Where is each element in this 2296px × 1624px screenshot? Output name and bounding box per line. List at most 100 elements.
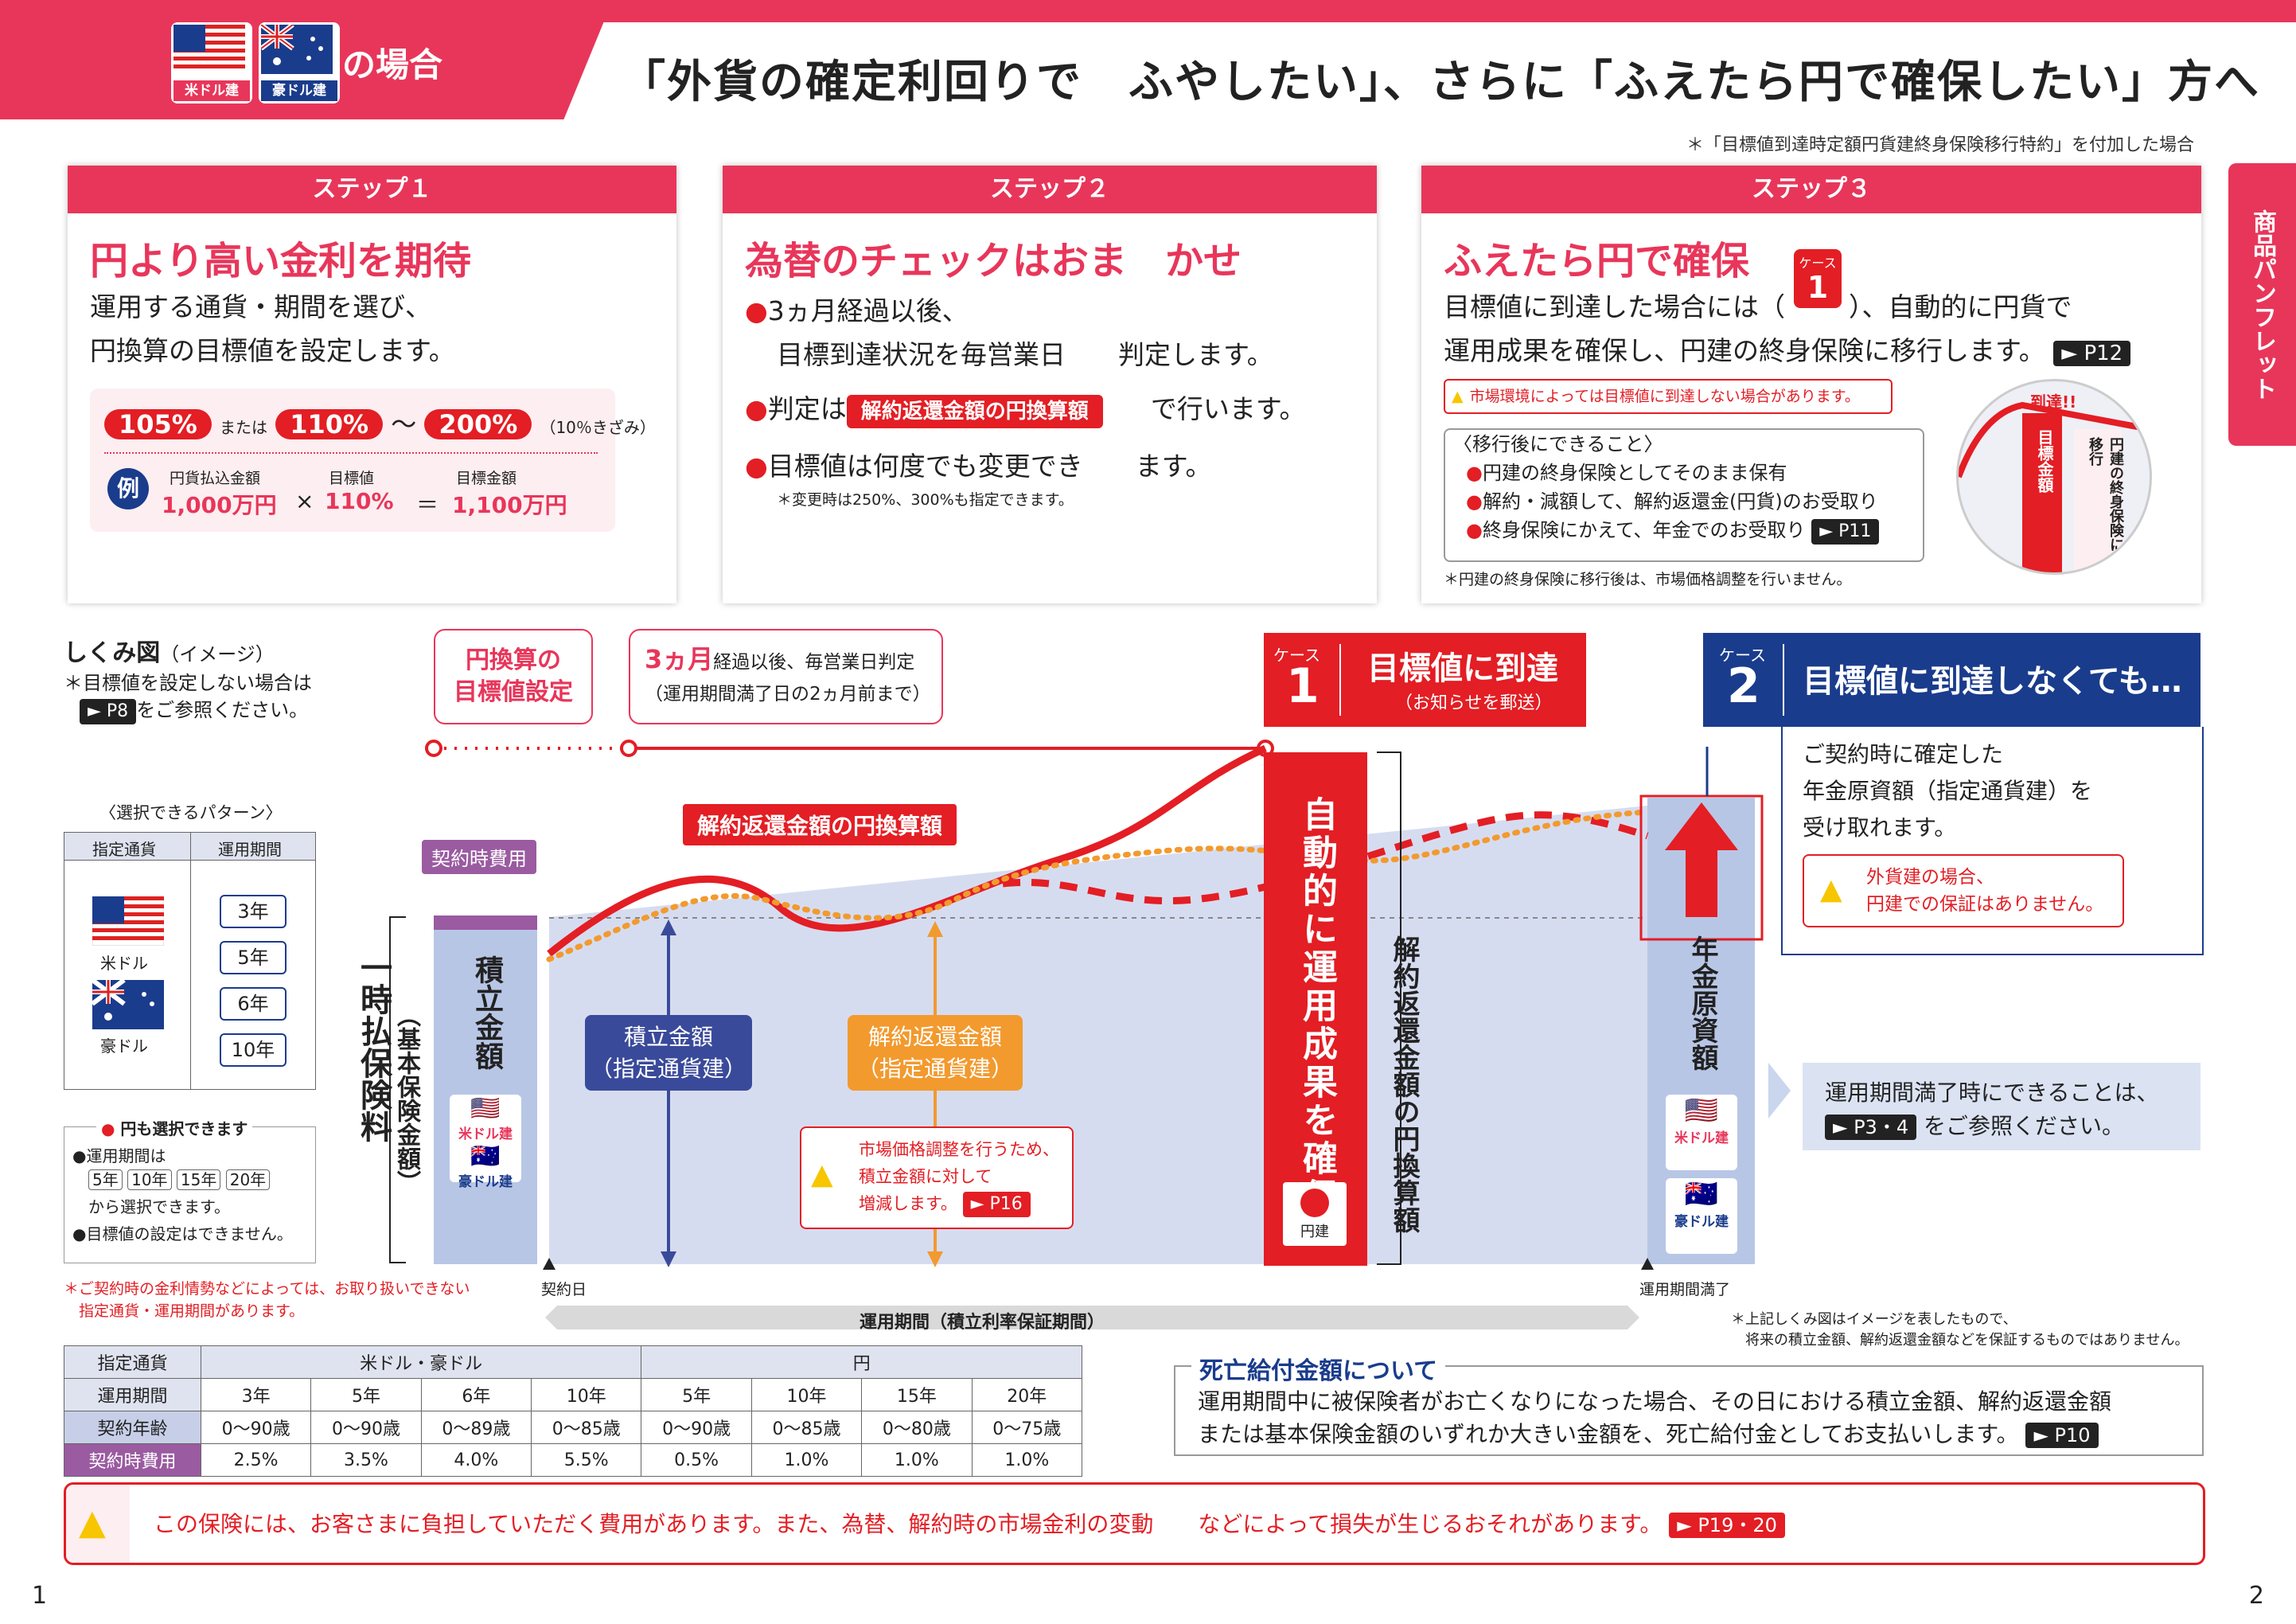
step3-case-badge: ケース 1 (1794, 249, 1842, 308)
death-b1: 運用期間中に被保険者がお亡くなりになった場合、その日における積立金額、解約返還金… (1198, 1388, 2112, 1415)
yen-flag: 円建 (1283, 1182, 1347, 1246)
p19-20-tag[interactable]: ► P19・20 (1669, 1513, 1785, 1538)
footer-warn-text: この保険には、お客さまに負担していただく費用があります。また、為替、解約時の市場… (154, 1511, 1663, 1537)
kaiyaku-box: 解約返還金額（指定通貨建） (848, 1015, 1023, 1091)
warning-icon: ▲ (811, 1158, 833, 1191)
manryo: 運用期間満了 (1639, 1281, 1731, 1298)
step3-after-box: 〈移行後にできること〉 ●円建の終身保険としてそのまま保有 ●解約・減額して、解… (1444, 428, 1924, 562)
step3-b2: 運用成果を確保し、円建の終身保険に移行します。 (1444, 335, 2045, 366)
period-3: 3年 (220, 895, 287, 928)
page-number-right: 2 (2248, 1582, 2264, 1610)
step2-title: 為替のチェックはおま かせ (745, 239, 1242, 283)
yen-select-box: ● 円も選択できます ●運用期間は 5年 10年 15年 20年 から選択できま… (64, 1116, 316, 1263)
tsumitate-flags: 🇺🇸 米ドル建 🇦🇺 豪ドル建 (450, 1095, 521, 1190)
au-flag-icon (92, 980, 164, 1029)
death-b2: または基本保険金額のいずれか大きい金額を、死亡給付金としてお支払いします。 (1198, 1421, 2019, 1447)
p12-tag[interactable]: ► P12 (2053, 341, 2131, 366)
kaiyaku-v: 解約返還金額の円換算額 (1388, 935, 1420, 1233)
lbl-pay: 円貨払込金額 (170, 470, 261, 487)
pill-105: 105% (104, 409, 212, 439)
keiyaku-hiyou-label: 契約時費用 (422, 840, 536, 874)
header-note: ＊「目標値到達時定額円貨建終身保険移行特約」を付加した場合 (1686, 135, 2194, 155)
step2-b2b: で行います。 (1150, 393, 1306, 424)
three-month-callout: 3ヵ月経過以後、毎営業日判定（運用期間満了日の2ヵ月前まで） (629, 629, 943, 724)
case2-b1: ご契約時に確定した (1803, 741, 2004, 767)
case1-box: ケース 1 目標値に到達 （お知らせを郵送） (1264, 633, 1586, 727)
warning-icon: ▲ (1820, 873, 1842, 906)
pill-110: 110% (275, 409, 384, 439)
step1-card: ステップ１ 円より高い金利を期待 運用する通貨・期間を選び、 円換算の目標値を設… (68, 166, 676, 603)
step2-b2a: 判定は (767, 393, 847, 424)
header-basho: の場合 (342, 45, 443, 84)
period-6: 6年 (220, 987, 287, 1021)
lbl-target: 目標値 (329, 470, 375, 487)
case2-warn: ▲ 外貨建の場合、円建での保証はありません。 (1803, 854, 2124, 927)
p11-tag[interactable]: ► P11 (1811, 519, 1880, 545)
au-flag-icon (259, 22, 333, 74)
lbl-amount: 目標金額 (456, 470, 517, 487)
p16-tag[interactable]: ► P16 (962, 1192, 1031, 1217)
step3-card: ステップ３ ふえたら円で確保 ケース 1 目標値に到達した場合には（）、自動的に… (1421, 166, 2201, 603)
kizami: （10％きざみ） (540, 418, 656, 437)
warning-icon: ▲ (1452, 388, 1464, 405)
image-note: ＊上記しくみ図はイメージを表したもので、 将来の積立金額、解約返還金額などを保証… (1731, 1311, 2189, 1349)
pattern-table: 指定通貨 運用期間 米ドル 豪ドル 3年 5年 6年 10年 (64, 832, 316, 1090)
usd-label: 米ドル建 (173, 80, 250, 101)
target-v: 目標金額 (2035, 429, 2054, 493)
pattern-title: 〈選択できるパターン〉 (99, 803, 283, 822)
header-badge: 米ドル建 豪ドル建 の場合 (0, 0, 613, 119)
period-10: 10年 (220, 1033, 287, 1067)
p8-tag[interactable]: ► P8 (80, 699, 137, 724)
keiyakubi: 契約日 (541, 1281, 587, 1298)
step2-head: ステップ２ (723, 166, 1377, 213)
after-title: 〈移行後にできること〉 (1453, 433, 1663, 455)
step3-head: ステップ３ (1421, 166, 2201, 213)
aud-flag-badge: 豪ドル建 (259, 22, 340, 103)
kihon-v: （基本保険金額） (392, 1003, 420, 1194)
kaiyaku-label: 解約返還金額の円換算額 (683, 804, 957, 845)
side-tab[interactable]: 商品パンフレット (2228, 163, 2296, 446)
period-list: 3年 5年 6年 10年 (220, 895, 287, 1067)
contract-note: ＊ご契約時の金利情勢などによっては、お取り扱いできない 指定通貨・運用期間があり… (64, 1280, 470, 1320)
after1: 円建の終身保険としてそのまま保有 (1482, 462, 1787, 484)
step1-head: ステップ１ (68, 166, 676, 213)
us-flag-icon (173, 25, 245, 74)
diagram-title: しくみ図（イメージ） (64, 639, 275, 667)
mva-box: ▲ 市場価格調整を行うため、積立金額に対して 増減します。 ► P16 (800, 1126, 1074, 1229)
note1-b: をご参照ください。 (136, 699, 309, 721)
tsumitate-v: 積立金額 (470, 955, 503, 1070)
p10-tag[interactable]: ► P10 (2025, 1423, 2099, 1448)
table-row: 指定通貨 米ドル・豪ドル 円 (64, 1345, 1082, 1379)
step2-b1a: 3ヵ月経過以後、 (767, 295, 969, 326)
p3-4-tag[interactable]: ► P3・4 (1825, 1115, 1917, 1140)
nenkin-v: 年金原資額 (1686, 935, 1718, 1071)
case2-box: ケース 2 目標値に到達しなくても… (1703, 633, 2200, 727)
step3-title: ふえたら円で確保 (1444, 239, 1750, 283)
yen-target-callout: 円換算の 目標値設定 (434, 629, 593, 724)
us-flag-icon (92, 896, 164, 946)
case2-b2: 年金原資額（指定通貨建）を (1803, 778, 2093, 804)
ichiji-v: 一時払保険料 (355, 951, 392, 1142)
page-title: 「外貨の確定利回りで ふやしたい」、さらに「ふえたら円で確保したい」方へ (621, 57, 2260, 108)
step2-b2pill: 解約返還金額の円換算額 (846, 395, 1103, 428)
val-pay: 1,000万円 (162, 492, 277, 518)
equals: ＝ (416, 492, 439, 518)
footer-warning: ▲ この保険には、お客さまに負担していただく費用があります。また、為替、解約時の… (64, 1482, 2205, 1565)
step1-example-box: 105% または 110% 〜 200% （10％きざみ） 例 円貨払込金額 目… (90, 388, 656, 532)
reach-circle: 到達!! 目標金額 円建の終身保険に移行 (1956, 379, 2152, 575)
page-number-left: 1 (32, 1582, 48, 1610)
ikou-v: 円建の終身保険に移行 (2087, 437, 2124, 552)
step3-b1b: ）、自動的に円貨で (1849, 291, 2072, 322)
mataha: または (220, 418, 268, 437)
rei-badge: 例 (107, 468, 149, 509)
tilde: 〜 (391, 409, 417, 439)
mechanism-chart (389, 740, 1791, 1329)
times: × (295, 488, 314, 514)
step3-warn: ▲市場環境によっては目標値に到達しない場合があります。 (1444, 379, 1893, 414)
period-5: 5年 (220, 941, 287, 974)
step2-b3: 目標値は何度でも変更でき ます。 (767, 451, 1212, 482)
step1-title: 円より高い金利を期待 (90, 239, 472, 283)
tsumitate-box: 積立金額（指定通貨建） (585, 1015, 752, 1091)
